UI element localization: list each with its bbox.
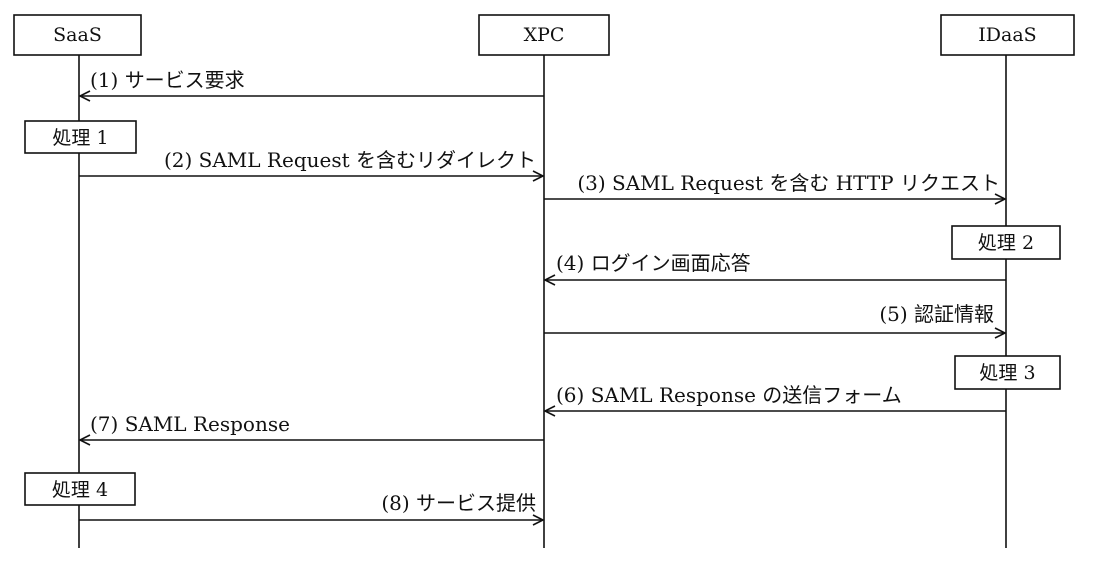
process-3: 処理 3 [954, 355, 1061, 390]
process-1: 処理 1 [24, 120, 137, 154]
participant-idaas: IDaaS [940, 14, 1075, 56]
process-4-label: 処理 4 [52, 479, 108, 501]
process-2-label: 処理 2 [978, 232, 1034, 254]
process-4: 処理 4 [24, 472, 136, 506]
message-2-label: (2) SAML Request を含むリダイレクト [164, 148, 536, 172]
message-2: (2) SAML Request を含むリダイレクト [79, 148, 543, 176]
participant-idaas-label: IDaaS [978, 24, 1036, 46]
participant-saas: SaaS [13, 14, 142, 56]
message-5: (5) 認証情報 [544, 302, 1005, 333]
participant-xpc: XPC [478, 14, 610, 56]
process-2: 処理 2 [951, 225, 1061, 260]
message-7-label: (7) SAML Response [90, 412, 290, 436]
process-1-label: 処理 1 [52, 127, 108, 149]
message-4: (4) ログイン画面応答 [545, 251, 1006, 280]
participant-saas-label: SaaS [53, 24, 102, 46]
message-4-label: (4) ログイン画面応答 [556, 251, 751, 275]
message-3-label: (3) SAML Request を含む HTTP リクエスト [577, 171, 1000, 195]
participant-xpc-label: XPC [524, 24, 565, 46]
message-7: (7) SAML Response [80, 412, 544, 440]
message-3: (3) SAML Request を含む HTTP リクエスト [544, 171, 1005, 199]
process-3-label: 処理 3 [979, 362, 1035, 384]
message-1: (1) サービス要求 [80, 68, 544, 96]
message-1-label: (1) サービス要求 [90, 68, 245, 92]
message-6: (6) SAML Response の送信フォーム [545, 383, 1006, 411]
message-5-label: (5) 認証情報 [879, 302, 994, 326]
message-8: (8) サービス提供 [79, 491, 543, 520]
message-8-label: (8) サービス提供 [381, 491, 536, 515]
message-6-label: (6) SAML Response の送信フォーム [556, 383, 902, 407]
